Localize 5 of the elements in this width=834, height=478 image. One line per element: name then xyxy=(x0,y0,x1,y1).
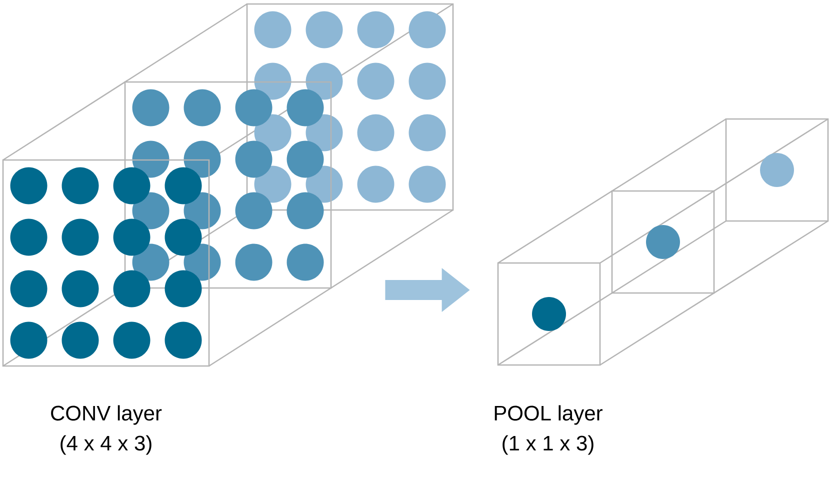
layer-label: POOL layer xyxy=(494,405,602,425)
layer-label: (4 x 4 x 3) xyxy=(60,435,152,455)
layer-label: CONV layer xyxy=(51,405,162,425)
arrow xyxy=(385,268,470,312)
layer-label: (1 x 1 x 3) xyxy=(502,435,594,455)
